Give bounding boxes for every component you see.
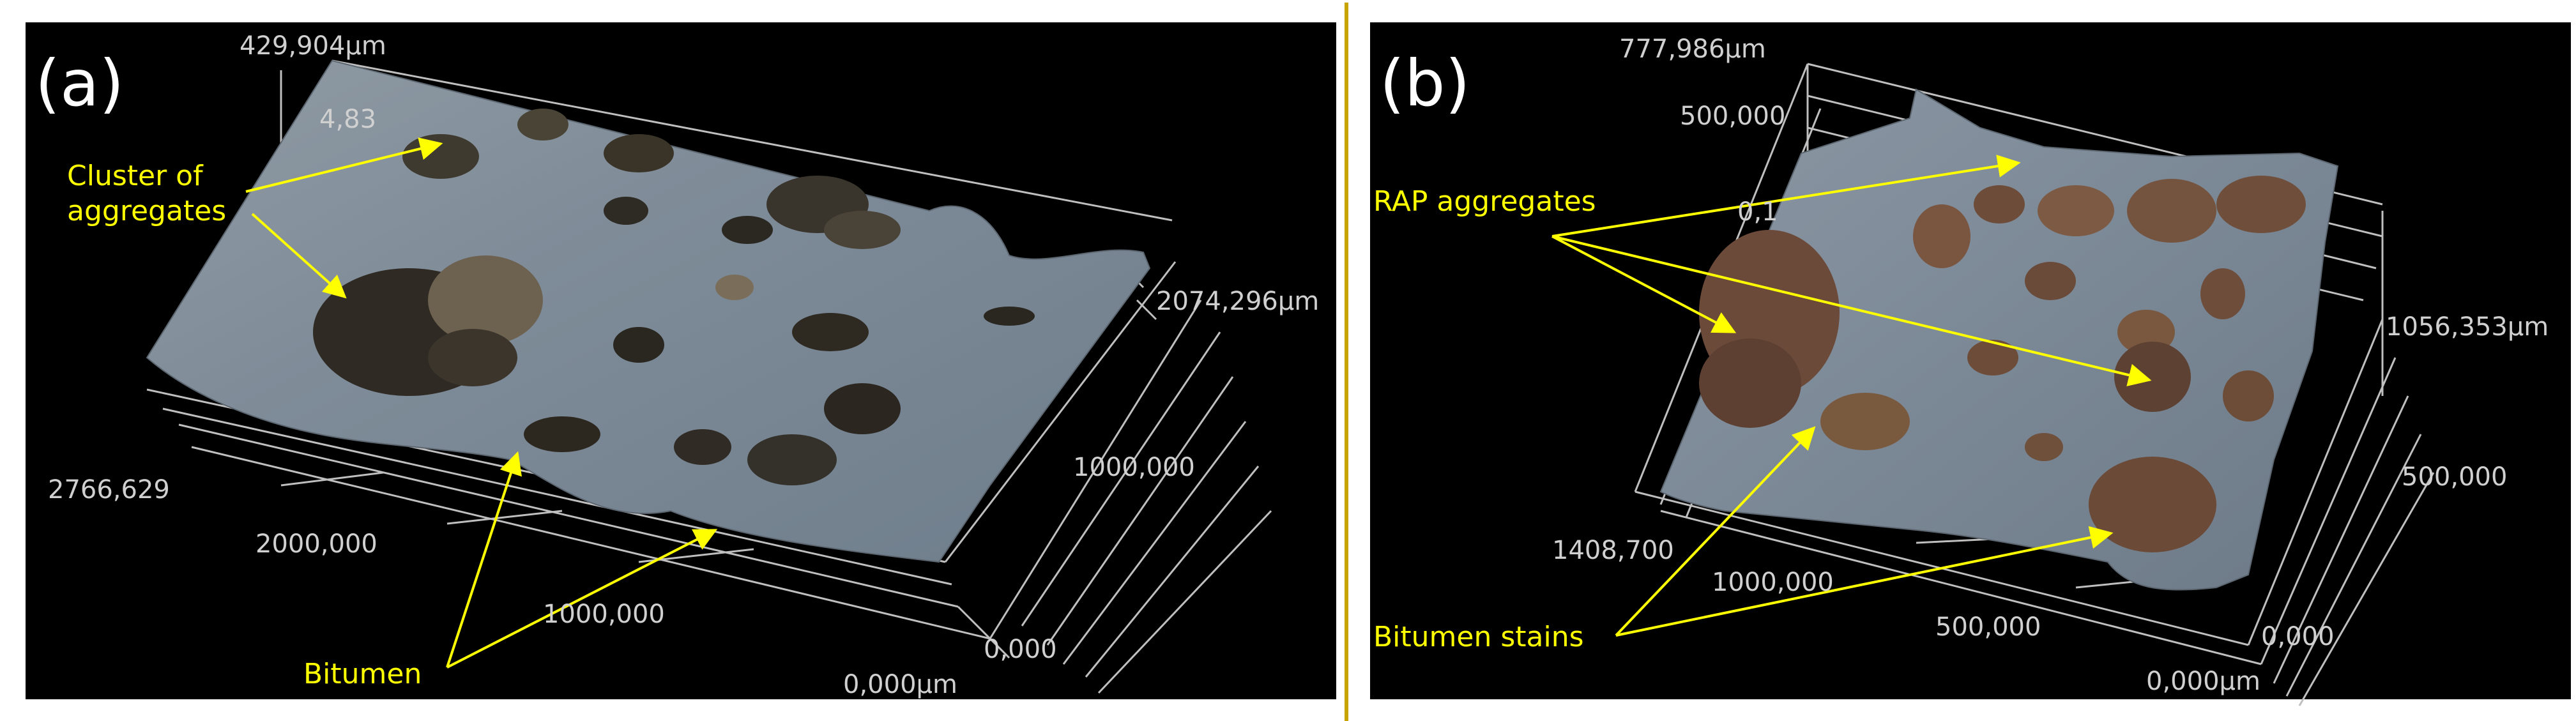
panel-a-cluster-label-line2: aggregates — [67, 195, 226, 227]
panel-a-cluster-label-line1: Cluster of — [67, 160, 204, 192]
panel-b-tick-1000: 1000,000 — [1712, 568, 1834, 597]
panel-a-tick-1000-x: 1000,000 — [543, 600, 665, 629]
panel-b-y-tick-500: 500,000 — [2402, 462, 2507, 492]
panel-a-tick-0-origin: 0,000µm — [843, 670, 957, 699]
panel-b-z-top-label: 777,986µm — [1619, 34, 1766, 64]
panel-b-letter: (b) — [1380, 46, 1470, 121]
panel-b-z-tick-500: 500,000 — [1680, 102, 1785, 131]
panel-a-z-top-label: 429,904µm — [240, 31, 386, 61]
panel-a-tick-2000: 2000,000 — [255, 529, 377, 559]
panel-b-aggregates — [1699, 176, 2306, 552]
panel-b-y-label-right: 1056,353µm — [2386, 312, 2549, 342]
panel-a-tick-0-y: 0,000 — [984, 635, 1057, 664]
panel-a-letter: (a) — [35, 46, 124, 121]
panel-a-bitumen-label: Bitumen — [303, 658, 422, 690]
panel-a: (a) 429,904µm 4,83 2074,296µm 2766,629 2… — [35, 31, 1319, 699]
panel-a-tick-1000-y: 1000,000 — [1073, 453, 1195, 482]
panel-a-surface — [146, 59, 1151, 563]
panel-a-x-label-left: 2766,629 — [48, 475, 170, 505]
panel-divider — [1345, 3, 1348, 721]
panel-b-tick-500-x: 500,000 — [1935, 612, 2041, 642]
panel-a-annotation-arrows — [245, 137, 718, 669]
panel-a-z-mid-label: 4,83 — [319, 105, 376, 134]
panel-b-annotation-arrows — [1551, 155, 2152, 637]
panel-b-z-tick-01: 0,1 — [1737, 197, 1778, 227]
panel-a-y-label-right: 2074,296µm — [1156, 287, 1319, 316]
panel-b-x-label-left: 1408,700 — [1552, 536, 1674, 565]
panel-b-tick-0-origin: 0,000µm — [2146, 667, 2260, 696]
panel-b-bitumen-stains-label: Bitumen stains — [1373, 621, 1584, 653]
panel-b-rap-label: RAP aggregates — [1373, 185, 1596, 218]
panel-b-y-tick-0: 0,000 — [2261, 622, 2335, 651]
panel-b: (b) 777,986µm 500,000 0,1 1056,353µm 500… — [1373, 34, 2549, 706]
